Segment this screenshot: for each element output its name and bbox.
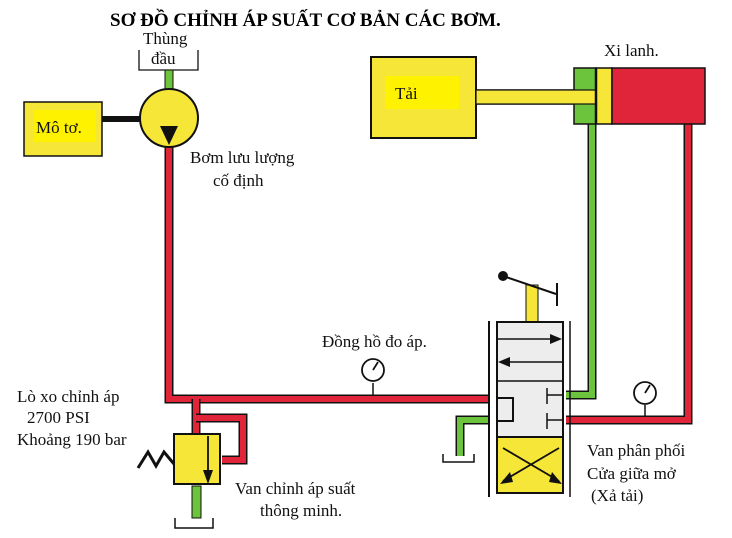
motor: Mô tơ. (23, 101, 103, 157)
load-label: Tải (395, 84, 418, 103)
tank-label-line2: đầu (151, 49, 176, 68)
dcv-tank (442, 454, 475, 463)
relief-label-line1: Van chỉnh áp suất (235, 479, 356, 498)
pressure-gauge-2 (633, 381, 657, 416)
pump-label-line1: Bơm lưu lượng (190, 148, 295, 167)
spring-label-line3: Khoảng 190 bar (17, 430, 127, 449)
cylinder (475, 67, 706, 125)
pump-label-line2: cố định (213, 171, 264, 190)
directional-control-valve (488, 271, 571, 497)
fixed-displacement-pump (139, 88, 199, 148)
relief-label-line2: thông minh. (260, 501, 342, 520)
spring-label-line2: 2700 PSI (27, 408, 90, 427)
motor-shaft (102, 116, 140, 122)
tank-label-line1: Thùng (143, 29, 188, 48)
pressure-lines (164, 120, 693, 465)
relief-valve (136, 433, 221, 485)
relief-tank (174, 518, 214, 529)
cylinder-label: Xi lanh. (604, 41, 659, 60)
pressure-gauge (361, 358, 385, 395)
diagram-title: SƠ ĐỒ CHỈNH ÁP SUẤT CƠ BẢN CÁC BƠM. (110, 9, 501, 31)
lever (502, 275, 557, 295)
motor-label: Mô tơ. (36, 118, 82, 137)
spring-label-line1: Lò xo chỉnh áp (17, 387, 119, 406)
return-lines (191, 120, 597, 519)
valve-stem (525, 284, 539, 324)
dcv-label-line1: Van phân phối (587, 441, 685, 460)
top-tank: Thùng đầu (138, 29, 199, 71)
load-block: Tải (370, 56, 477, 139)
dcv-label-line3: (Xả tải) (591, 486, 643, 505)
lever-knob (498, 271, 508, 281)
gauge-label: Đồng hồ đo áp. (322, 332, 427, 351)
spring-icon (136, 449, 176, 470)
pump-direction-arrow (160, 126, 178, 145)
dcv-label-line2: Cửa giữa mở (587, 464, 677, 483)
